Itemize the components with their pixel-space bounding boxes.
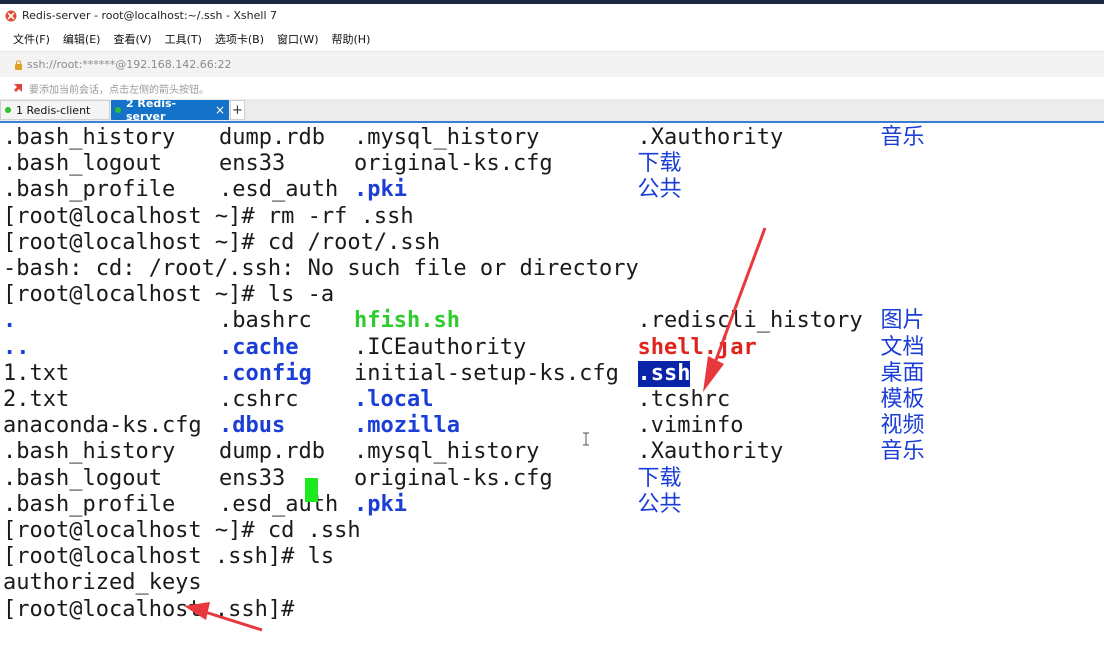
title-bar[interactable]: Redis-server - root@localhost:~/.ssh - X… <box>0 4 1104 27</box>
terminal-text: .bash_logout <box>3 465 162 491</box>
terminal-text: authorized_keys <box>3 570 202 596</box>
connected-dot-icon <box>5 107 11 113</box>
terminal-text: anaconda-ks.cfg <box>3 413 202 439</box>
terminal-text: dump.rdb <box>219 125 325 150</box>
terminal-text: [root@localhost ~]# cd /root/.ssh <box>3 229 441 255</box>
terminal-text: .bash_profile <box>3 491 176 517</box>
address-text: ssh://root:******@192.168.142.66:22 <box>27 58 232 71</box>
terminal-text: 桌面 <box>880 360 925 386</box>
terminal-text: 2.txt <box>3 387 70 412</box>
tab-redis-client[interactable]: 1 Redis-client <box>0 100 110 120</box>
connected-dot-icon <box>115 107 121 113</box>
terminal-output[interactable]: .bash_history dump.rdb .mysql_history .Xaut… <box>0 123 1104 649</box>
terminal-text: .mysql_history <box>354 439 540 465</box>
terminal-text: .Xauthority <box>637 125 784 150</box>
terminal-text: 1.txt <box>3 360 70 386</box>
terminal-text: .config <box>219 360 312 386</box>
text-cursor-ibeam-icon <box>583 432 589 446</box>
terminal-text: .esd_auth <box>219 491 339 517</box>
terminal-text: .dbus <box>219 413 286 439</box>
terminal-text: [root@localhost .ssh]# <box>3 596 308 622</box>
menu-tabs[interactable]: 选项卡(B) <box>214 33 265 46</box>
terminal-text: 公共 <box>637 177 682 203</box>
terminal-text: 图片 <box>880 308 925 334</box>
terminal-text: [root@localhost ~]# rm -rf .ssh <box>3 203 414 229</box>
window-title: Redis-server - root@localhost:~/.ssh - X… <box>22 9 278 22</box>
add-session-arrow-icon[interactable] <box>13 82 25 94</box>
terminal-text: .tcshrc <box>637 387 731 412</box>
terminal-text: .cache <box>219 334 299 360</box>
close-tab-icon[interactable]: × <box>214 103 225 117</box>
terminal-text: original-ks.cfg <box>354 465 553 491</box>
terminal-text: dump.rdb <box>219 439 325 465</box>
terminal-text: .cshrc <box>219 387 299 412</box>
terminal-text: .pki <box>354 491 407 517</box>
terminal-text: .bash_logout <box>3 151 162 177</box>
menu-file[interactable]: 文件(F) <box>13 33 50 46</box>
terminal-text: 音乐 <box>880 439 925 465</box>
terminal-text: .ICEauthority <box>354 334 527 360</box>
menu-view[interactable]: 查看(V) <box>113 33 152 46</box>
terminal-text: .pki <box>354 177 407 203</box>
terminal-text: -bash: cd: /root/.ssh: No such file or d… <box>3 256 639 281</box>
menu-edit[interactable]: 编辑(E) <box>62 33 101 46</box>
terminal-text: .Xauthority <box>637 439 784 465</box>
terminal-text: 下载 <box>637 151 682 177</box>
terminal-text: .rediscli_history <box>637 308 863 334</box>
terminal-text: .esd_auth <box>219 177 339 203</box>
terminal-text: .bash_history <box>3 439 176 465</box>
terminal-text: 模板 <box>880 387 925 412</box>
xshell-app-icon <box>5 10 17 21</box>
menu-help[interactable]: 帮助(H) <box>331 33 371 46</box>
terminal-text: original-ks.cfg <box>354 151 553 177</box>
terminal-text: hfish.sh <box>354 308 460 334</box>
terminal-text: 音乐 <box>880 125 925 150</box>
terminal-text: ens33 <box>219 465 286 491</box>
terminal-text: 公共 <box>637 491 682 517</box>
terminal-text: 文档 <box>880 334 925 360</box>
hint-text: 要添加当前会话，点击左侧的箭头按钮。 <box>29 84 209 96</box>
tab-redis-server[interactable]: 2 Redis-server × <box>111 97 229 123</box>
terminal-text: .viminfo <box>637 413 744 439</box>
tab-bar: 1 Redis-client 2 Redis-server × + <box>0 97 1104 123</box>
new-tab-button[interactable]: + <box>230 100 245 120</box>
terminal-text: .local <box>354 387 434 412</box>
terminal-text: .mysql_history <box>354 125 540 150</box>
terminal-cursor <box>305 478 318 502</box>
terminal-text: .bash_history <box>3 125 176 150</box>
tab-label: 2 Redis-server <box>125 97 177 123</box>
terminal-text: shell.jar <box>637 334 757 360</box>
lock-icon <box>15 59 22 70</box>
menu-bar: 文件(F) 编辑(E) 查看(V) 工具(T) 选项卡(B) 窗口(W) 帮助(… <box>0 27 1104 51</box>
menu-tools[interactable]: 工具(T) <box>164 33 202 46</box>
terminal-text: 视频 <box>880 413 925 439</box>
terminal-text: .ssh <box>637 360 691 387</box>
terminal-text: [root@localhost .ssh]# ls <box>3 544 335 570</box>
terminal-text: .bash_profile <box>3 177 176 203</box>
hint-bar: 要添加当前会话，点击左侧的箭头按钮。 <box>0 77 1104 99</box>
window-top-edge <box>0 0 1104 4</box>
terminal-text: 下载 <box>637 465 682 491</box>
terminal-text: . <box>3 308 17 334</box>
terminal-text: .bashrc <box>219 308 312 334</box>
terminal-text: .. <box>3 334 30 360</box>
terminal-text: [root@localhost ~]# ls -a <box>3 282 335 308</box>
terminal-text: [root@localhost ~]# cd .ssh <box>3 518 361 543</box>
menu-window[interactable]: 窗口(W) <box>277 33 319 46</box>
address-bar[interactable]: ssh://root:******@192.168.142.66:22 <box>0 51 1104 78</box>
terminal-text: initial-setup-ks.cfg <box>354 360 619 386</box>
terminal-text: ens33 <box>219 151 286 177</box>
terminal-text: .mozilla <box>354 413 460 439</box>
tab-label: 1 Redis-client <box>16 103 91 117</box>
